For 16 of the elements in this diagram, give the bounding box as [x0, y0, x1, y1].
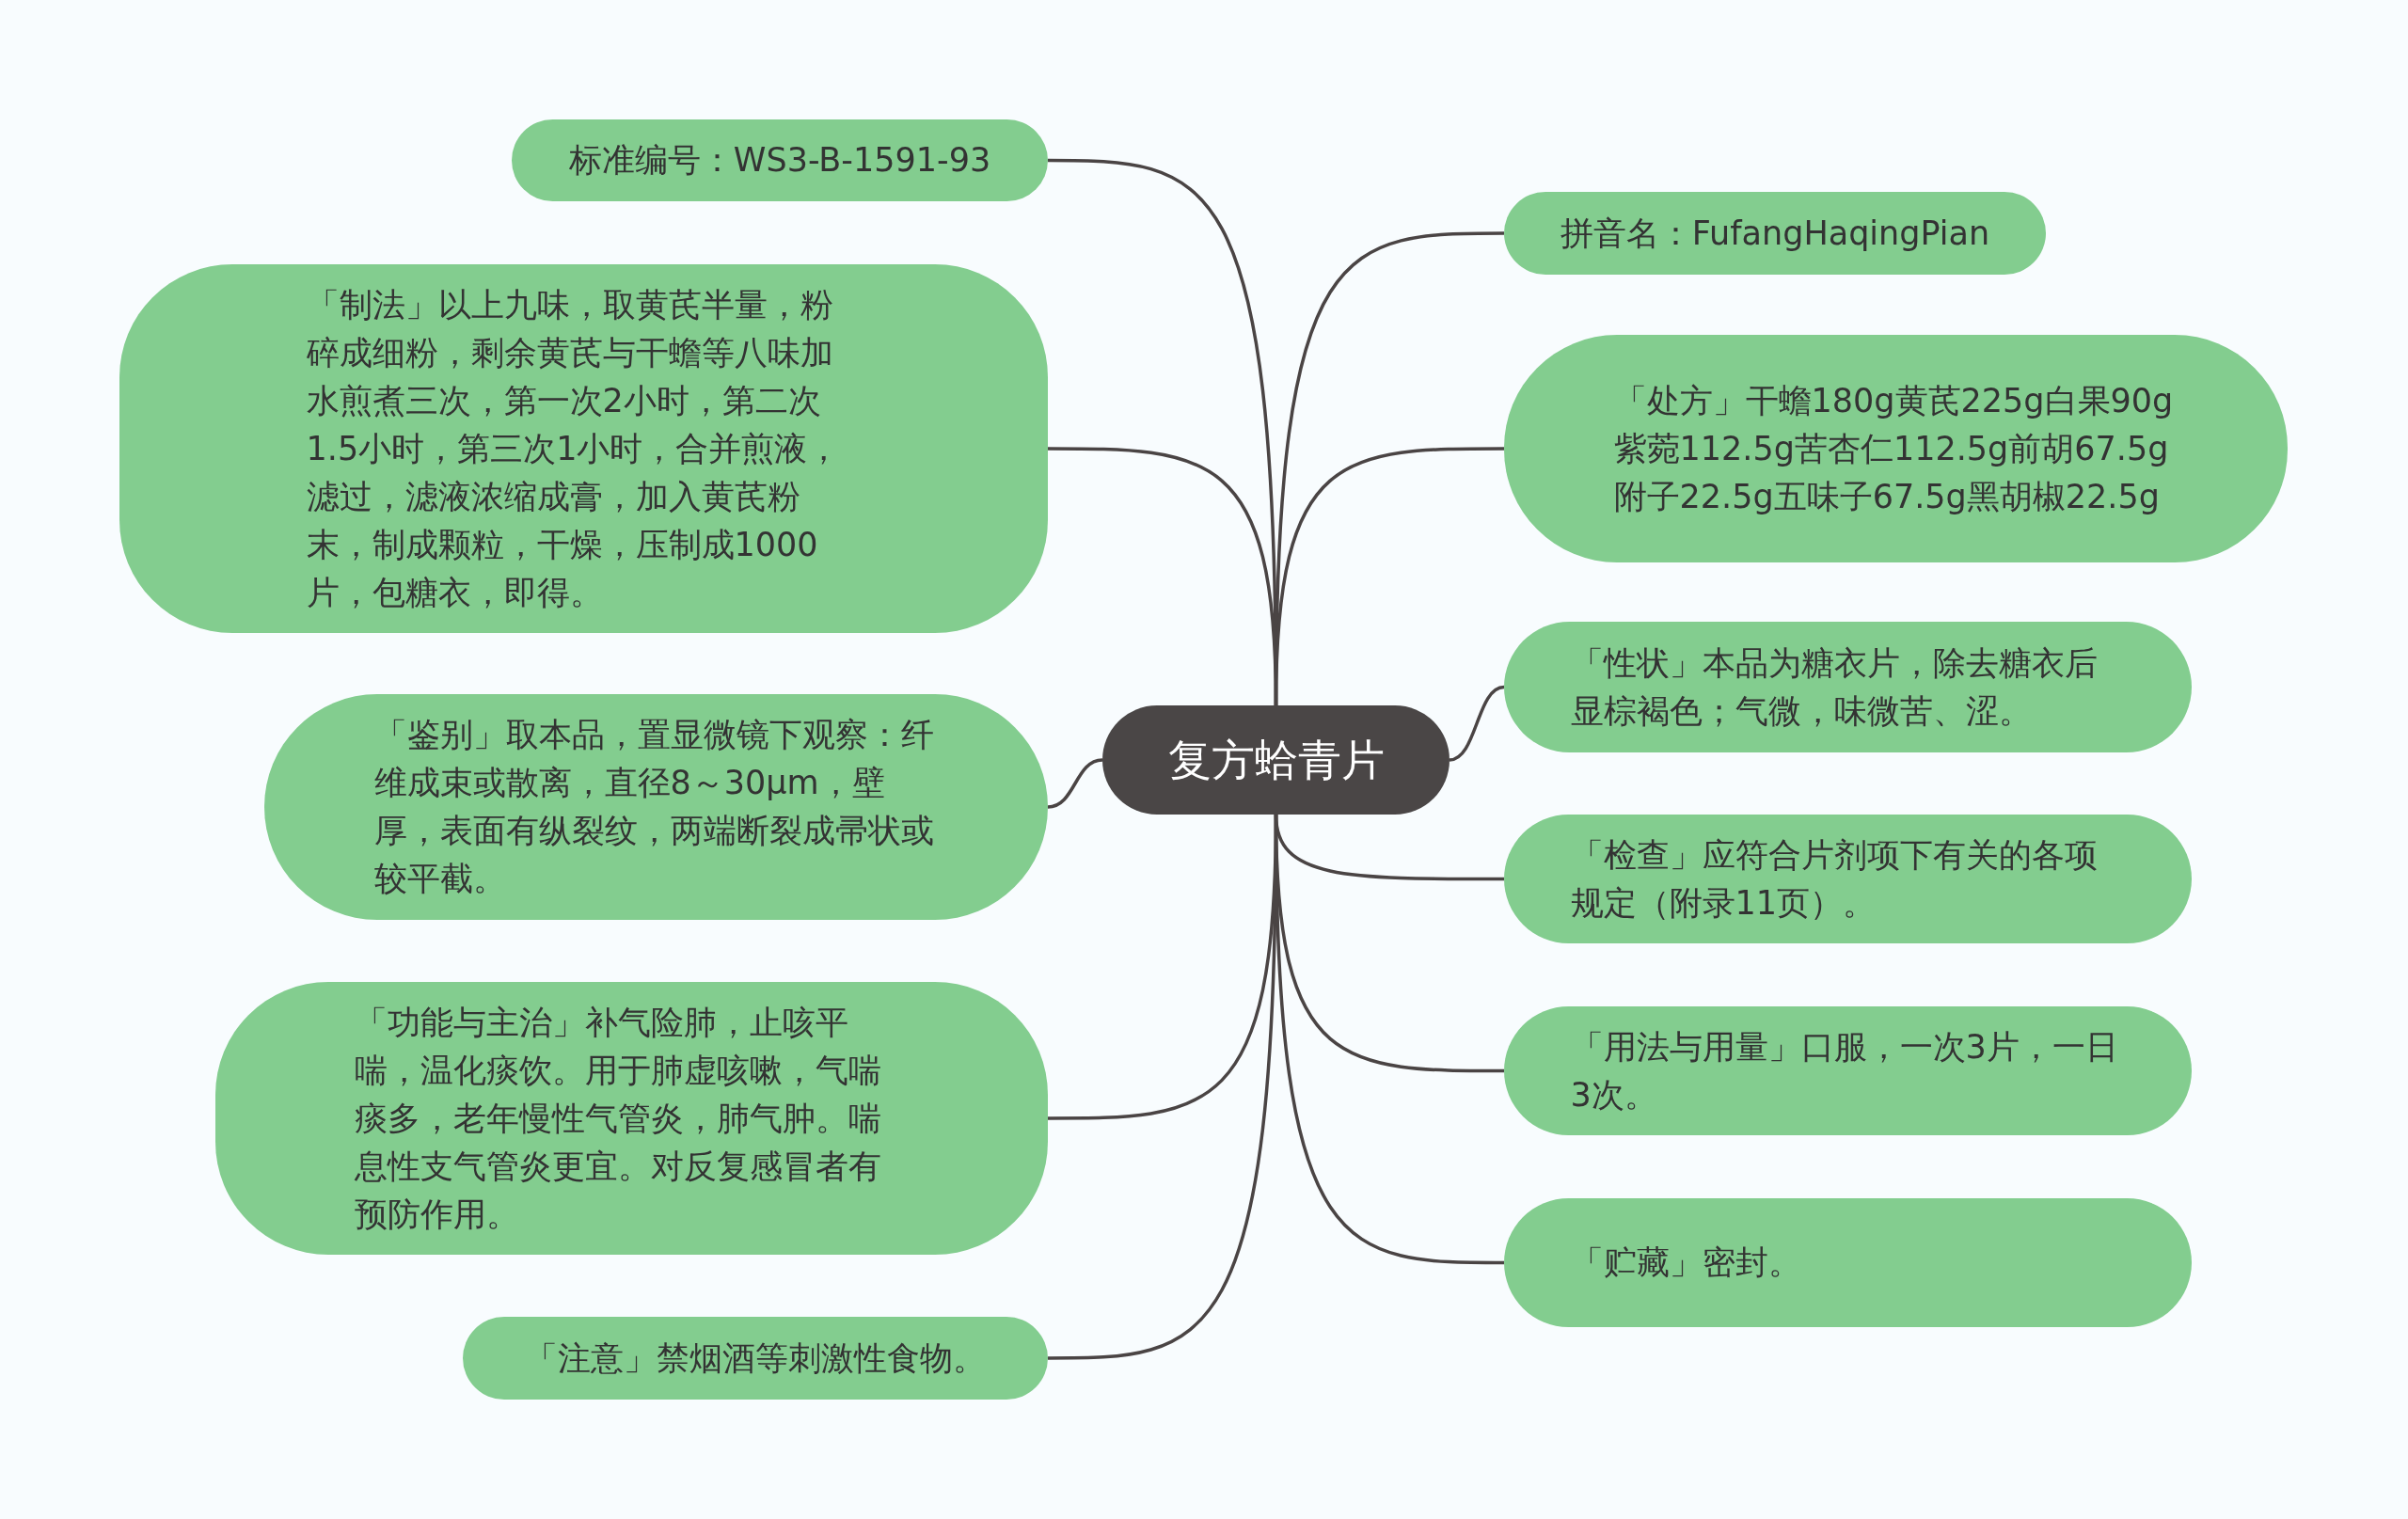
topic-box: 标准编号：WS3-B-1591-93 [512, 119, 1048, 201]
connector-line [1449, 685, 1505, 762]
topic-box: 「注意」禁烟酒等刺激性食物。 [463, 1317, 1048, 1400]
topic-box: 「鉴别」取本品，置显微镜下观察：纤维成束或散离，直径8～30μm，壁厚，表面有纵裂纹，两端断裂成帚状或较平截。 [264, 694, 1048, 920]
connector-line [1047, 758, 1103, 809]
topic-box: 「性状」本品为糖衣片，除去糖衣后显棕褐色；气微，味微苦、涩。 [1504, 622, 2192, 752]
connector-line [1274, 814, 1504, 1265]
topic-box: 「检查」应符合片剂项下有关的各项规定（附录11页）。 [1504, 815, 2192, 943]
topic-box: 「制法」以上九味，取黄芪半量，粉碎成细粉，剩余黄芪与干蟾等八味加水煎煮三次，第一次2小时，第二次1.5小时，第三次1小时，合并煎液，滤过，滤液浓缩成膏，加入黄芪粉末，制成颗粒，干燥，压制成1000片，包糖衣，即得。 [119, 264, 1048, 633]
topic-box: 「用法与用量」口服，一次3片，一日3次。 [1504, 1006, 2192, 1135]
central-topic: 复方蛤青片 [1102, 705, 1450, 815]
topic-box: 「处方」干蟾180g黄芪225g白果90g紫菀112.5g苦杏仁112.5g前胡67.5g附子22.5g五味子67.5g黑胡椒22.5g [1504, 335, 2288, 562]
topic-box: 「贮藏」密封。 [1504, 1198, 2192, 1327]
connector-line [1274, 447, 1504, 706]
topic-box: 「功能与主治」补气险肺，止咳平喘，温化痰饮。用于肺虚咳嗽，气喘痰多，老年慢性气管炎，肺气肿。喘息性支气管炎更宜。对反复感冒者有预防作用。 [215, 982, 1048, 1255]
topic-box: 拼音名：FufangHaqingPian [1504, 192, 2046, 275]
